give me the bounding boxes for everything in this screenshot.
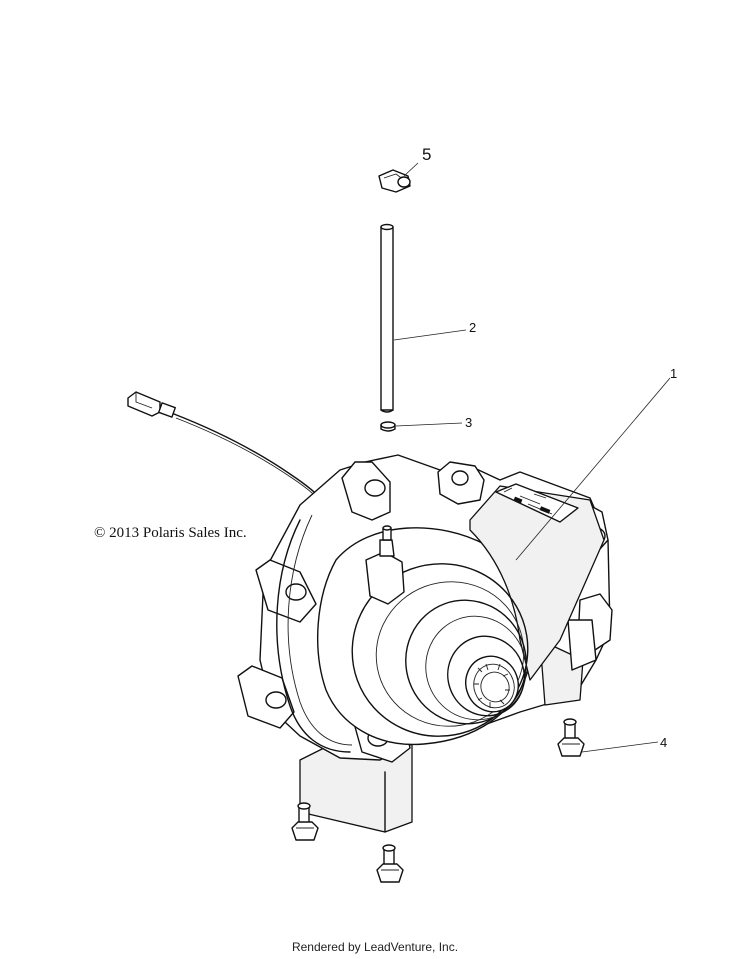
sensor-harness[interactable] xyxy=(127,391,327,507)
callout-1[interactable]: 1 xyxy=(670,366,677,381)
callout-2[interactable]: 2 xyxy=(469,320,476,335)
part-5-clamp[interactable] xyxy=(378,169,411,193)
part-4-bolt-left[interactable] xyxy=(291,802,319,841)
rendered-by-footer: Rendered by LeadVenture, Inc. xyxy=(291,940,459,954)
part-4-bolt-bottom[interactable] xyxy=(376,844,404,883)
part-1-gearcase[interactable] xyxy=(237,454,613,833)
part-4-bolt-right[interactable] xyxy=(557,718,585,757)
part-3-fitting[interactable] xyxy=(380,421,396,432)
copyright-notice: © 2013 Polaris Sales Inc. xyxy=(94,525,247,541)
part-2-vent-tube[interactable] xyxy=(380,223,394,413)
callout-3[interactable]: 3 xyxy=(465,415,472,430)
callout-5[interactable]: 5 xyxy=(422,145,431,164)
callout-4[interactable]: 4 xyxy=(660,735,667,750)
leader-lines xyxy=(393,162,671,753)
